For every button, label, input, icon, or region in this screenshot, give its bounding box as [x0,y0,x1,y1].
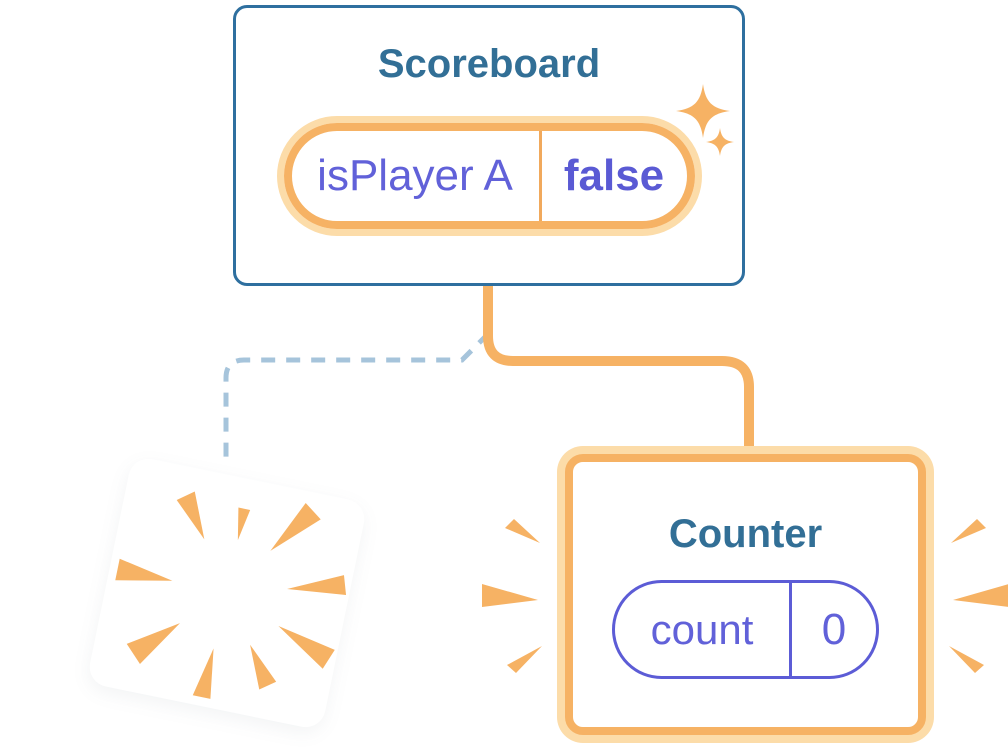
poof-burst-icon [115,491,347,699]
scoreboard-title: Scoreboard [377,42,601,86]
counter-state-pill: count 0 [612,580,879,679]
state-pill-ring: isPlayer A false [283,123,695,229]
connector-removed-dashed [223,331,491,462]
connector-kept-solid [483,283,754,450]
emphasis-rays-right-icon [949,519,1008,673]
state-key: isPlayer A [317,151,513,200]
counter-node: Counter count 0 [557,446,934,743]
sparkle-icon [676,84,734,156]
scoreboard-state-pill: isPlayer A false [276,116,702,236]
state-value: false [563,151,665,200]
state-key: count [650,605,754,653]
state-value: 0 [821,604,847,654]
pill-divider [538,131,542,221]
destroyed-component-card [86,455,368,731]
counter-title: Counter [668,512,823,556]
pill-divider [789,583,792,676]
counter-node-ring: Counter count 0 [565,454,926,735]
scoreboard-node: Scoreboard isPlayer A false [233,5,745,286]
emphasis-rays-left-icon [482,519,542,673]
